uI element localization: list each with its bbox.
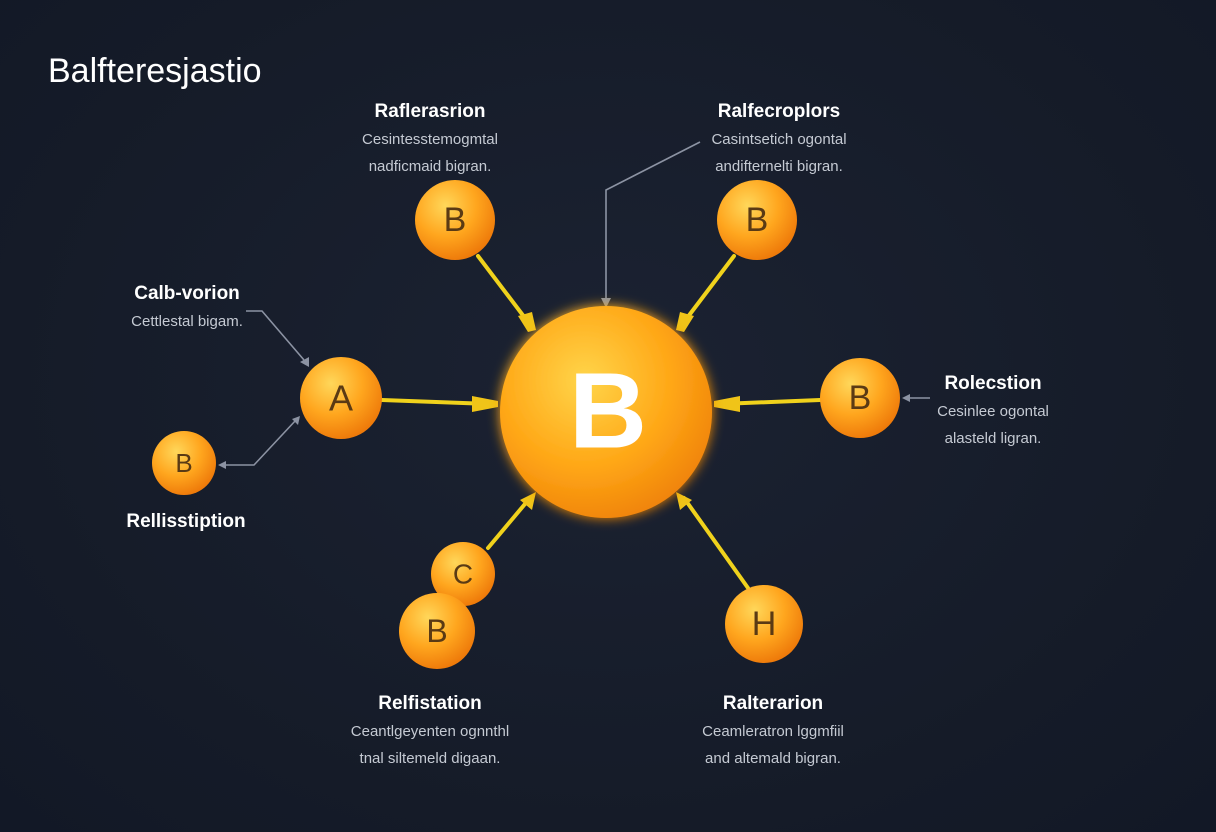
label-far-left: Rellisstiption bbox=[126, 511, 245, 533]
label-desc-line: Cesintesstemogmtal bbox=[362, 131, 498, 148]
node-letter: C bbox=[453, 559, 473, 590]
node-letter: H bbox=[752, 605, 777, 643]
label-title: Calb-vorion bbox=[134, 283, 240, 304]
label-title: Relfistation bbox=[378, 693, 482, 714]
callout-arrowhead-far-left bbox=[218, 461, 226, 469]
connector-top-left bbox=[476, 254, 530, 324]
label-right: Rolecstion Cesinlee ogontal alasteld lig… bbox=[937, 373, 1049, 449]
node-bottom-right: H bbox=[725, 585, 803, 663]
label-desc-line: Ceantlgeyenten ognnthl bbox=[350, 723, 510, 740]
label-title: Ralfecroplors bbox=[717, 101, 841, 122]
node-letter: B bbox=[175, 448, 192, 478]
connector-top-right bbox=[682, 254, 736, 324]
connector-bottom-right bbox=[682, 496, 750, 590]
label-title: Ralterarion bbox=[722, 693, 824, 714]
connector-bottom-left bbox=[486, 496, 532, 550]
callout-arrowhead-top-right bbox=[601, 298, 611, 308]
label-desc-line: andifternelti bigran. bbox=[715, 158, 843, 175]
label-desc-line: tnal siltemeld digaan. bbox=[359, 750, 501, 767]
node-far-left: B bbox=[152, 431, 216, 495]
label-bottom-left: Relfistation Ceantlgeyenten ognnthl tnal… bbox=[351, 693, 509, 769]
node-letter: A bbox=[329, 378, 353, 419]
label-top-right: Ralfecroplors Casintsetich ogontal andif… bbox=[711, 101, 846, 177]
label-desc-line: alasteld ligran. bbox=[944, 430, 1042, 447]
node-letter: B bbox=[849, 379, 872, 417]
connector-tip-right bbox=[714, 396, 740, 412]
node-top-left: B bbox=[415, 180, 495, 260]
label-desc-line: and altemald bigran. bbox=[705, 750, 841, 767]
label-left: Calb-vorion Cettlestal bigam. bbox=[131, 283, 243, 332]
label-bottom-right: Ralterarion Ceamleratron lggmfiil and al… bbox=[702, 693, 844, 769]
page-title: Balfteresjastio bbox=[48, 52, 262, 90]
callout-line-left bbox=[246, 310, 305, 361]
connector-tip-top-left bbox=[518, 312, 536, 332]
label-desc-line: Casintsetich ogontal bbox=[711, 131, 847, 148]
label-desc-line: nadficmaid bigran. bbox=[368, 158, 492, 175]
node-letter: B bbox=[426, 613, 447, 649]
connector-tips bbox=[472, 312, 740, 510]
label-title: Raflerasrion bbox=[374, 101, 486, 122]
node-letter: B bbox=[444, 201, 467, 239]
node-bottom-left-b: B bbox=[399, 593, 475, 669]
connector-tip-left bbox=[472, 396, 498, 412]
callout-line-top-right bbox=[605, 141, 701, 300]
node-left: A bbox=[300, 357, 382, 439]
label-desc-line: Ceamleratron lggmfiil bbox=[702, 723, 844, 740]
callout-lines bbox=[218, 141, 930, 469]
hub-node: B bbox=[500, 306, 712, 518]
callout-arrowhead-left bbox=[300, 357, 309, 367]
node-top-right: B bbox=[717, 180, 797, 260]
label-desc-line: Cesinlee ogontal bbox=[937, 403, 1049, 420]
node-letter: B bbox=[746, 201, 769, 239]
label-title: Rellisstiption bbox=[126, 511, 246, 532]
hub-letter: B bbox=[569, 350, 647, 471]
label-top-left: Raflerasrion Cesintesstemogmtal nadficma… bbox=[362, 101, 498, 177]
connector-tip-top-right bbox=[676, 312, 694, 332]
connector-tip-bottom-right bbox=[676, 492, 692, 510]
node-bottom-left-c: C bbox=[431, 542, 495, 606]
connector-tip-bottom-left bbox=[520, 492, 536, 510]
callout-line-far-left bbox=[222, 419, 297, 466]
label-title: Rolecstion bbox=[944, 373, 1042, 394]
callout-arrowhead-far-left-top bbox=[292, 416, 300, 425]
node-right: B bbox=[820, 358, 900, 438]
label-desc-line: Cettlestal bigam. bbox=[131, 313, 243, 330]
callout-arrowhead-right bbox=[902, 394, 910, 402]
